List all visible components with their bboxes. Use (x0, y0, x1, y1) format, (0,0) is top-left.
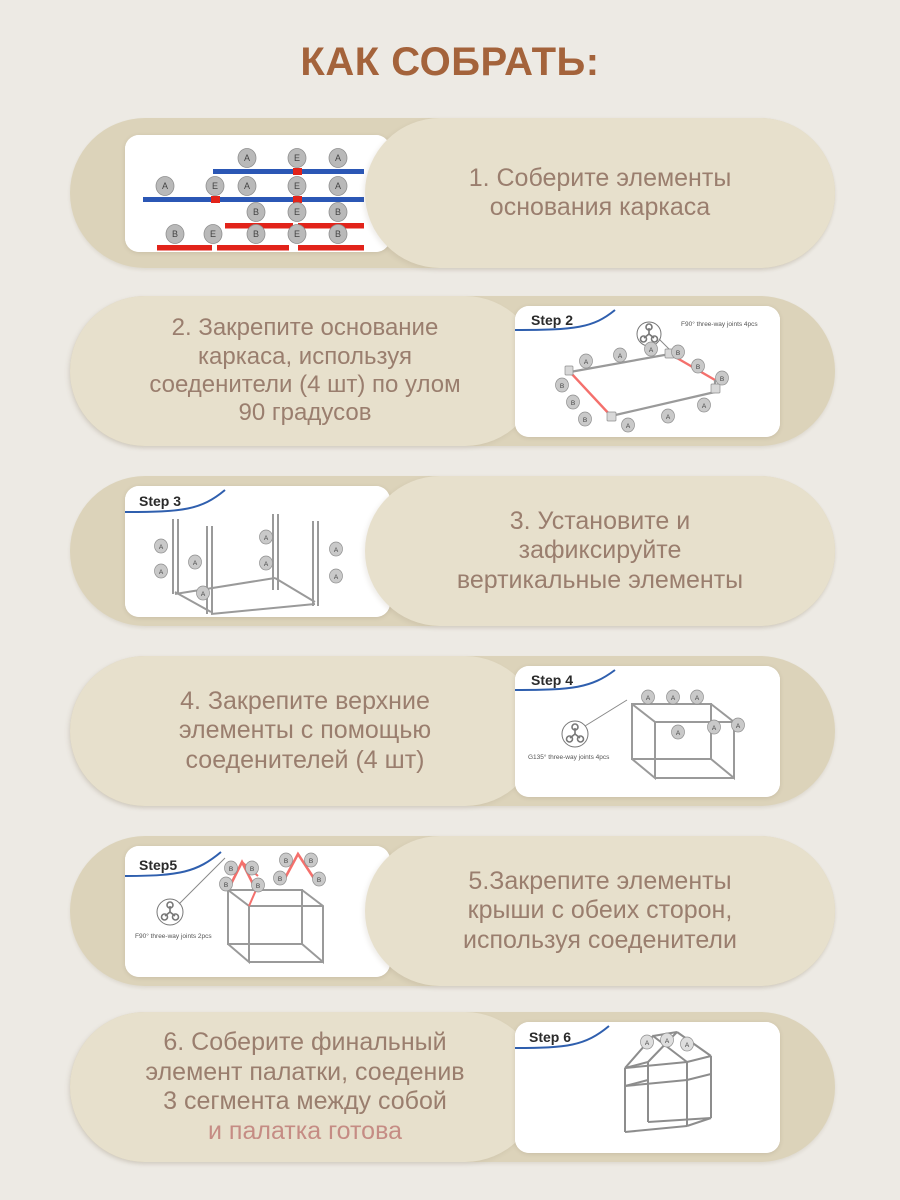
svg-text:A: A (159, 569, 164, 576)
svg-text:A: A (584, 359, 589, 366)
svg-text:A: A (244, 181, 250, 191)
svg-text:A: A (618, 353, 623, 360)
svg-text:B: B (583, 417, 587, 424)
svg-text:B: B (571, 400, 575, 407)
step-4-image-card: Step 4 G135° three-way joints 4pcs (515, 666, 780, 797)
svg-text:E: E (294, 229, 300, 239)
svg-text:A: A (676, 730, 681, 737)
svg-text:B: B (253, 229, 259, 239)
svg-text:B: B (284, 858, 288, 865)
svg-text:B: B (224, 882, 228, 889)
step-6-text-block: 6. Соберите финальный элемент палатки, с… (145, 999, 464, 1176)
rod-segments-diagram: A E A A E A E A (125, 135, 390, 252)
page-title: КАК СОБРАТЬ: (300, 40, 600, 84)
svg-text:A: A (335, 181, 341, 191)
svg-text:A: A (702, 403, 707, 410)
step-row-6: 6. Соберите финальный элемент палатки, с… (70, 1012, 835, 1162)
svg-text:E: E (294, 153, 300, 163)
svg-text:B: B (560, 383, 564, 390)
svg-text:A: A (666, 414, 671, 421)
step-label: Step 4 (531, 672, 573, 688)
svg-text:A: A (695, 695, 700, 702)
svg-text:A: A (626, 423, 631, 430)
svg-text:A: A (159, 544, 164, 551)
step-1-image-card: A E A A E A E A (125, 135, 390, 252)
svg-text:A: A (334, 574, 339, 581)
step-6-text-pill: 6. Соберите финальный элемент палатки, с… (70, 1012, 540, 1162)
svg-text:B: B (250, 866, 254, 873)
svg-text:E: E (294, 207, 300, 217)
svg-text:B: B (335, 229, 341, 239)
step-label: Step 3 (139, 493, 181, 509)
step-3-text: 3. Установите и зафиксируйте вертикальны… (456, 506, 744, 594)
step-4-text: 4. Закрепите верхние элементы с помощью … (178, 686, 432, 774)
step-1-text-pill: 1. Соберите элементы основания каркаса (365, 118, 835, 268)
svg-text:A: A (335, 153, 341, 163)
step-3-text-pill: 3. Установите и зафиксируйте вертикальны… (365, 476, 835, 626)
step-2-text-pill: 2. Закрепите основание каркаса, использу… (70, 296, 540, 446)
step-5-text-pill: 5.Закрепите элементы крыши с обеих сторо… (365, 836, 835, 986)
svg-text:B: B (696, 364, 700, 371)
step-5-image-card: Step5 F90° three-way joints 2pcs (125, 846, 390, 977)
vertical-posts-diagram: Step 3 (125, 486, 390, 617)
roof-peaks-diagram: Step5 F90° three-way joints 2pcs (125, 846, 390, 977)
step-6-highlight: и палатка готова (208, 1116, 402, 1145)
joint-note: F90° three-way joints 2pcs (135, 932, 212, 940)
svg-text:B: B (229, 866, 233, 873)
svg-text:A: A (665, 1038, 670, 1045)
svg-text:A: A (264, 535, 269, 542)
svg-text:A: A (334, 547, 339, 554)
step-row-1: A E A A E A E A (70, 118, 835, 268)
svg-text:E: E (294, 181, 300, 191)
svg-text:B: B (253, 207, 259, 217)
svg-text:B: B (309, 858, 313, 865)
step-label: Step5 (139, 857, 177, 873)
step-6-text: 6. Соберите финальный элемент палатки, с… (145, 1028, 465, 1115)
step-label: Step 2 (531, 312, 573, 328)
joint-note: G135° three-way joints 4pcs (528, 753, 610, 761)
svg-text:B: B (172, 229, 178, 239)
svg-text:A: A (736, 723, 741, 730)
svg-text:B: B (335, 207, 341, 217)
svg-text:B: B (676, 350, 680, 357)
svg-text:A: A (193, 560, 198, 567)
svg-text:A: A (264, 561, 269, 568)
base-frame-diagram: Step 2 F90° three-way joints 4pcs (515, 306, 780, 437)
svg-text:B: B (720, 376, 724, 383)
step-6-image-card: Step 6 (515, 1022, 780, 1153)
svg-text:A: A (201, 591, 206, 598)
svg-text:A: A (712, 725, 717, 732)
step-2-image-card: Step 2 F90° three-way joints 4pcs (515, 306, 780, 437)
step-5-text: 5.Закрепите элементы крыши с обеих сторо… (463, 866, 737, 954)
step-3-image-card: Step 3 (125, 486, 390, 617)
finished-tent-diagram: Step 6 (515, 1022, 780, 1153)
svg-text:A: A (162, 181, 168, 191)
step-label: Step 6 (529, 1029, 571, 1045)
step-row-3: Step 3 (70, 476, 835, 626)
step-1-text: 1. Соберите элементы основания каркаса (468, 163, 732, 222)
svg-text:E: E (212, 181, 218, 191)
step-4-text-pill: 4. Закрепите верхние элементы с помощью … (70, 656, 540, 806)
svg-text:B: B (256, 883, 260, 890)
svg-text:B: B (317, 877, 321, 884)
step-row-2: 2. Закрепите основание каркаса, использу… (70, 296, 835, 446)
top-rails-diagram: Step 4 G135° three-way joints 4pcs (515, 666, 780, 797)
svg-text:A: A (649, 347, 654, 354)
svg-text:A: A (671, 695, 676, 702)
svg-text:A: A (645, 1040, 650, 1047)
svg-text:A: A (244, 153, 250, 163)
svg-text:B: B (278, 876, 282, 883)
step-row-5: Step5 F90° three-way joints 2pcs (70, 836, 835, 986)
svg-text:E: E (210, 229, 216, 239)
svg-text:A: A (685, 1042, 690, 1049)
step-row-4: 4. Закрепите верхние элементы с помощью … (70, 656, 835, 806)
joint-note: F90° three-way joints 4pcs (681, 320, 758, 328)
svg-text:A: A (646, 695, 651, 702)
step-2-text: 2. Закрепите основание каркаса, использу… (149, 314, 461, 427)
